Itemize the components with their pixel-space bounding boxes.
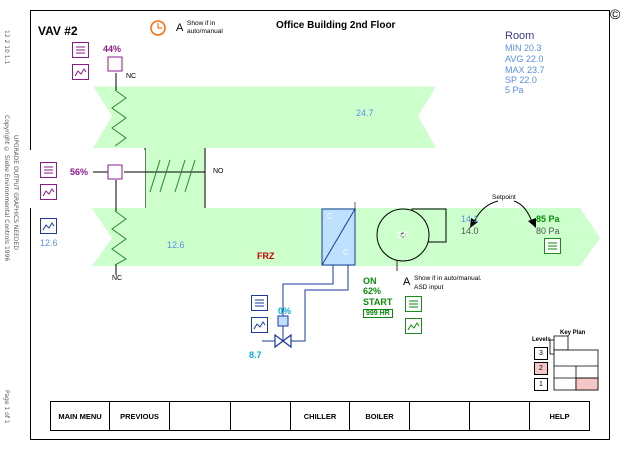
building-title: Office Building 2nd Floor — [276, 20, 396, 31]
return-damper-trend-icon[interactable] — [72, 64, 89, 80]
copyright-icon: © — [610, 6, 621, 22]
supply-fan-label: SF — [397, 230, 409, 240]
fan-trend-icon[interactable] — [405, 318, 422, 334]
return-damper-doc-icon[interactable] — [72, 42, 89, 58]
clock-note: Show if in auto/manual — [187, 20, 223, 35]
room-pressure: 5 Pa — [505, 85, 524, 95]
nav-button-8[interactable] — [469, 401, 530, 431]
mixing-damper-trend-icon[interactable] — [40, 184, 57, 200]
static-pressure-setpoint: 80 Pa — [536, 226, 560, 236]
mixed-air-temp: 12.6 — [167, 240, 185, 250]
help-button[interactable]: HELP — [529, 401, 590, 431]
fan-speed: 62% — [363, 286, 382, 296]
chilled-water-pipe — [282, 265, 334, 322]
room-label: Room — [505, 30, 535, 42]
level-3-button[interactable]: 3 — [534, 347, 548, 360]
outside-air-temp: 12.6 — [40, 238, 58, 248]
mixing-damper-doc-icon[interactable] — [40, 162, 57, 178]
coil-label-bottom: C — [343, 248, 349, 257]
clock-icon — [150, 20, 166, 36]
level-2-button[interactable]: 2 — [534, 362, 548, 375]
page-title: VAV #2 — [38, 24, 78, 38]
valve-doc-icon[interactable] — [251, 295, 268, 311]
valve-position: 0% — [278, 306, 292, 316]
return-damper-actuator — [107, 56, 123, 72]
outside-air-trend-icon[interactable] — [40, 218, 57, 234]
key-plan-box-2 — [553, 335, 569, 351]
discharge-temp-setpoint: 14.0 — [461, 226, 479, 236]
fan-command: START — [363, 297, 393, 307]
fan-note-marker: A — [403, 276, 411, 288]
valve-temp: 8.7 — [249, 350, 262, 360]
level-1-button[interactable]: 1 — [534, 378, 548, 391]
freeze-stat: FRZ — [257, 251, 275, 261]
chiller-button[interactable]: CHILLER — [290, 401, 350, 431]
nav-button-3[interactable] — [169, 401, 231, 431]
screen-frame — [30, 10, 610, 440]
side-label-page: Page 1 of 1 — [3, 390, 10, 424]
room-min: MIN 20.3 — [505, 43, 542, 53]
key-plan-highlight — [575, 377, 599, 391]
discharge-temp: 14.1 — [461, 214, 479, 224]
previous-button[interactable]: PREVIOUS — [109, 401, 170, 431]
main-menu-button[interactable]: MAIN MENU — [50, 401, 110, 431]
return-damper-state: NC — [126, 73, 137, 80]
mixing-damper-state: NO — [213, 168, 224, 175]
mixing-damper-position: 56% — [70, 167, 89, 177]
return-damper — [111, 89, 127, 147]
return-damper-position: 44% — [103, 44, 122, 54]
fan-doc-icon[interactable] — [405, 296, 422, 312]
coil-label-top: C — [327, 212, 333, 221]
chilled-water-return — [262, 265, 349, 342]
side-label-copyright: Copyright © Siebe Environmental Controls… — [3, 115, 10, 262]
fan-hours: 999 HR — [363, 309, 393, 318]
levels-label: Levels — [532, 337, 551, 343]
fan-note-line2: ASD input — [414, 284, 444, 291]
outside-damper-state: NC — [112, 275, 123, 282]
side-label-upgrade: UPGRADE OUTPUT GRAPHICS NEEDED — [12, 135, 19, 250]
room-avg: AVG 22.0 — [505, 54, 544, 64]
fan-status: ON — [363, 276, 377, 286]
key-plan-title: Key Plan — [560, 330, 586, 336]
side-label-top: 12 2 10 1.1 — [3, 30, 10, 65]
room-max: MAX 23.7 — [505, 65, 545, 75]
valve-trend-icon[interactable] — [251, 317, 268, 333]
nav-button-7[interactable] — [409, 401, 470, 431]
mixing-duct — [145, 148, 205, 208]
supply-fan — [376, 208, 430, 262]
outside-damper — [111, 210, 127, 266]
valve-actuator — [277, 315, 289, 327]
boiler-button[interactable]: BOILER — [349, 401, 410, 431]
clock-marker: A — [176, 22, 184, 34]
room-sp: SP 22.0 — [505, 75, 537, 85]
static-pressure-doc-icon[interactable] — [544, 238, 561, 254]
nav-button-4[interactable] — [230, 401, 291, 431]
setpoint-label: Setpoint — [492, 194, 516, 201]
static-pressure: 85 Pa — [536, 214, 560, 224]
fan-note-line1: Show if in auto/manual. — [414, 275, 482, 282]
return-air-duct — [93, 86, 436, 150]
mixing-damper-actuator — [107, 164, 123, 180]
return-air-temp: 24.7 — [356, 108, 374, 118]
